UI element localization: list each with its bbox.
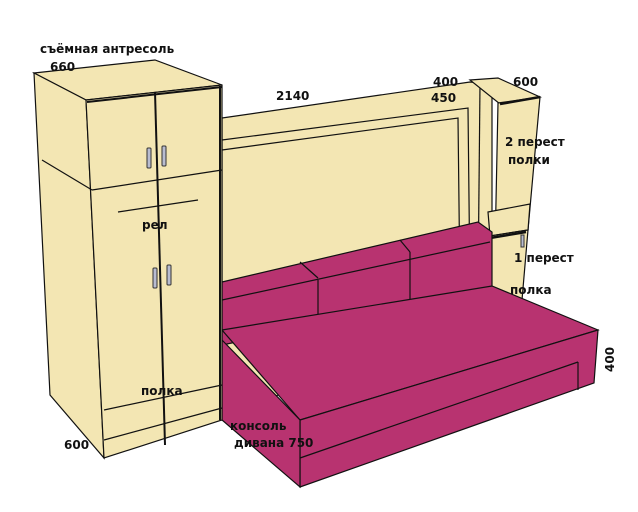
- label-dim-400-right: 400: [603, 347, 617, 372]
- label-dim-600-bottom: 600: [64, 438, 89, 452]
- handle-icon: [166, 264, 172, 286]
- handle-icon: [152, 267, 158, 289]
- label-shelf-right: полка: [510, 283, 552, 297]
- label-rail: рел: [142, 218, 168, 232]
- label-dim-400-top: 400: [433, 75, 458, 89]
- wardrobe: [31, 59, 223, 460]
- label-mezzanine: съёмная антресоль: [40, 42, 175, 56]
- label-dim-2140: 2140: [276, 89, 309, 103]
- label-two-shelves: 2 перест: [505, 135, 565, 149]
- label-console-2: дивана 750: [234, 436, 313, 450]
- sofa: [220, 221, 600, 489]
- label-dim-450: 450: [431, 91, 456, 105]
- right-shelf-cabinet: [468, 77, 543, 301]
- label-two-shelves-2: полки: [508, 153, 550, 167]
- label-dim-600-top: 600: [513, 75, 538, 89]
- handle-icon: [161, 145, 167, 167]
- handle-icon: [520, 234, 525, 248]
- label-dim-660: 660: [50, 60, 75, 74]
- handle-icon: [146, 147, 152, 169]
- label-shelf-left: полка: [141, 384, 183, 398]
- label-one-shelf: 1 перест: [514, 251, 574, 265]
- label-console: консоль: [230, 419, 287, 433]
